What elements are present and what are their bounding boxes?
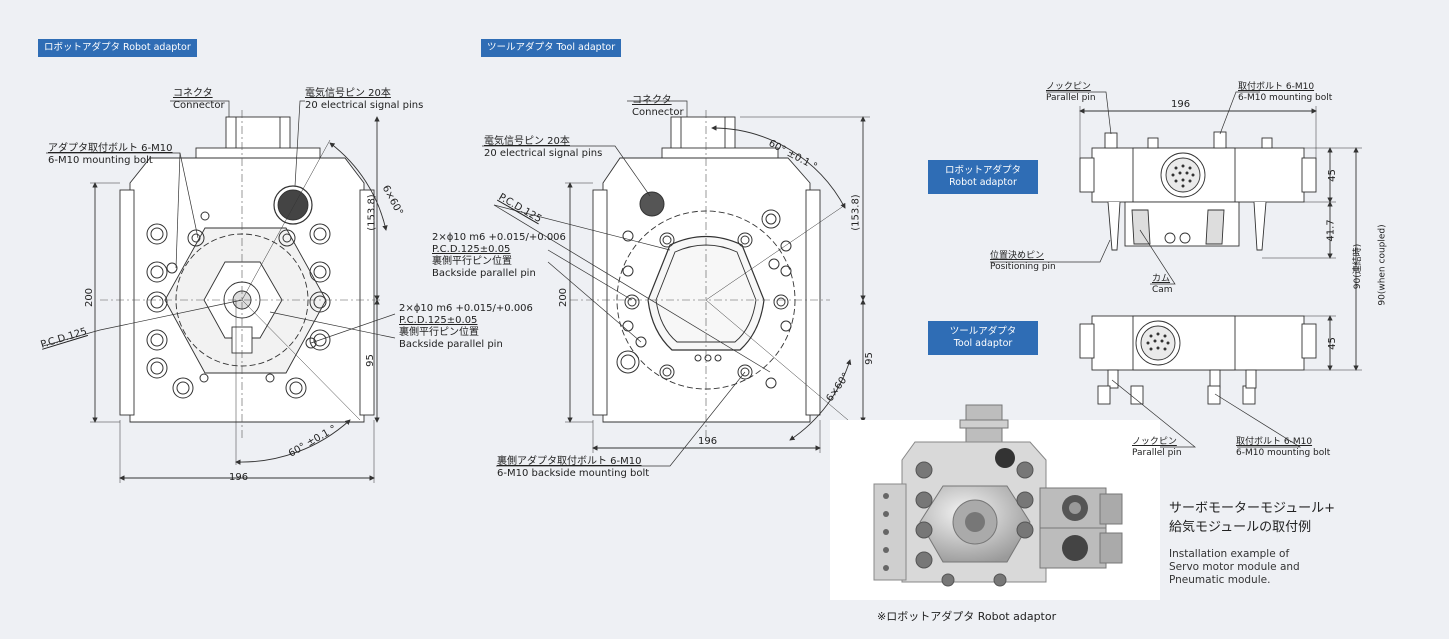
side-positioning-en: Positioning pin xyxy=(990,262,1056,272)
side-dim-45a: 45 xyxy=(1326,169,1338,182)
side-cam-jp: カム xyxy=(1152,274,1171,284)
side-parallel2-jp: ノックピン xyxy=(1132,437,1177,447)
robot-pins-jp: 電気信号ピン 20本 xyxy=(305,88,391,99)
side-bolt2-en: 6-M10 mounting bolt xyxy=(1236,448,1331,458)
tool-connector-en: Connector xyxy=(632,107,684,118)
side-parallel-label: ノックピン Parallel pin xyxy=(1046,82,1096,104)
robot-pins-en: 20 electrical signal pins xyxy=(305,100,424,111)
side-dim-90-jp: 90(連結時) xyxy=(1353,243,1364,290)
robot-pins-label: 電気信号ピン 20本 20 electrical signal pins xyxy=(305,88,423,112)
robot-parallel-en: Backside parallel pin xyxy=(399,339,503,350)
installation-note-en-2: Servo motor module and xyxy=(1169,561,1300,573)
tool-dim-153: (153.8) xyxy=(850,194,862,231)
side-parallel2-en: Parallel pin xyxy=(1132,448,1182,458)
robot-fit-line2: P.C.D.125±0.05 xyxy=(399,315,478,326)
installation-note-jp-1: サーボモーターモジュール+ xyxy=(1169,501,1335,516)
robot-dim-200: 200 xyxy=(84,287,96,308)
installation-note-en: Installation example of Servo motor modu… xyxy=(1169,548,1300,587)
installation-note-jp-2: 給気モジュールの取付例 xyxy=(1169,520,1312,535)
tool-bolt-jp: 裏側アダプタ取付ボルト 6-M10 xyxy=(497,456,642,467)
photo-caption: ※ロボットアダプタ Robot adaptor xyxy=(877,610,1057,623)
side-tool-tag-jp: ツールアダプタ xyxy=(949,326,1017,337)
tool-bolt-en: 6-M10 backside mounting bolt xyxy=(497,468,650,479)
side-robot-tag: ロボットアダプタ Robot adaptor xyxy=(928,160,1038,194)
side-bolt2-label: 取付ボルト 6-M10 6-M10 mounting bolt xyxy=(1236,437,1330,459)
tool-connector-jp: コネクタ xyxy=(632,95,672,106)
side-parallel2-label: ノックピン Parallel pin xyxy=(1132,437,1182,459)
side-dim-90-en: 90(when coupled) xyxy=(1377,224,1388,306)
tool-connector-label: コネクタ Connector xyxy=(632,95,684,119)
robot-connector-en: Connector xyxy=(173,100,225,111)
side-robot-tag-jp: ロボットアダプタ xyxy=(944,165,1021,176)
side-parallel-en: Parallel pin xyxy=(1046,93,1096,103)
tool-pins-label: 電気信号ピン 20本 20 electrical signal pins xyxy=(484,136,602,160)
side-bolt-label: 取付ボルト 6-M10 6-M10 mounting bolt xyxy=(1238,82,1332,104)
tool-fit-line1: 2×ϕ10 m6 +0.015/+0.006 xyxy=(432,232,566,243)
robot-adaptor-front-view xyxy=(42,100,396,483)
side-robot-tag-en: Robot adaptor xyxy=(949,177,1017,188)
side-dim-196: 196 xyxy=(1171,99,1191,110)
side-tool-tag-en: Tool adaptor xyxy=(953,338,1013,349)
side-cam-en: Cam xyxy=(1152,285,1173,295)
side-dim-41-7: 41.7 xyxy=(1325,219,1337,242)
side-parallel-jp: ノックピン xyxy=(1046,82,1091,92)
side-cam-label: カム Cam xyxy=(1152,274,1173,296)
side-tool-tag: ツールアダプタ Tool adaptor xyxy=(928,321,1038,355)
side-positioning-jp: 位置決めピン xyxy=(990,251,1045,261)
robot-bolt-en: 6-M10 mounting bolt xyxy=(48,155,153,166)
side-bolt2-jp: 取付ボルト 6-M10 xyxy=(1236,437,1313,447)
tool-fit-line2: P.C.D.125±0.05 xyxy=(432,244,511,255)
robot-dim-153: (153.8) xyxy=(366,194,378,231)
robot-connector-jp: コネクタ xyxy=(173,88,213,99)
installation-note-jp: サーボモーターモジュール+ 給気モジュールの取付例 xyxy=(1169,499,1335,537)
robot-parallel-jp: 裏側平行ピン位置 xyxy=(399,327,479,338)
robot-fit-line1: 2×ϕ10 m6 +0.015/+0.006 xyxy=(399,303,533,314)
robot-dim-95: 95 xyxy=(364,354,376,367)
robot-adaptor-tag: ロボットアダプタ Robot adaptor xyxy=(38,39,197,57)
tool-parallel-jp: 裏側平行ピン位置 xyxy=(432,256,512,267)
robot-bolt-jp: アダプタ取付ボルト 6-M10 xyxy=(48,143,173,154)
side-bolt-en: 6-M10 mounting bolt xyxy=(1238,93,1333,103)
tool-parallel-en: Backside parallel pin xyxy=(432,268,536,279)
side-bolt-jp: 取付ボルト 6-M10 xyxy=(1238,82,1315,92)
installation-photo xyxy=(830,404,1160,600)
tool-pins-jp: 電気信号ピン 20本 xyxy=(484,136,570,147)
tool-fit-label: 2×ϕ10 m6 +0.015/+0.006 P.C.D.125±0.05 裏側… xyxy=(432,232,566,280)
tool-dim-200: 200 xyxy=(558,287,570,308)
robot-bolt-label: アダプタ取付ボルト 6-M10 6-M10 mounting bolt xyxy=(48,143,173,167)
tool-adaptor-front-view xyxy=(482,100,870,467)
tool-dim-95: 95 xyxy=(863,352,875,365)
tool-bolt-label: 裏側アダプタ取付ボルト 6-M10 6-M10 backside mountin… xyxy=(497,456,649,480)
side-dim-45b: 45 xyxy=(1326,337,1338,350)
tool-dim-196: 196 xyxy=(698,436,718,447)
tool-pins-en: 20 electrical signal pins xyxy=(484,148,603,159)
side-views xyxy=(990,91,1362,448)
robot-dim-196: 196 xyxy=(229,472,249,483)
installation-note-en-3: Pneumatic module. xyxy=(1169,574,1271,586)
robot-connector-label: コネクタ Connector xyxy=(173,88,225,112)
tool-adaptor-tag: ツールアダプタ Tool adaptor xyxy=(481,39,622,57)
installation-note-en-1: Installation example of xyxy=(1169,548,1290,560)
robot-fit-label: 2×ϕ10 m6 +0.015/+0.006 P.C.D.125±0.05 裏側… xyxy=(399,303,533,351)
side-positioning-label: 位置決めピン Positioning pin xyxy=(990,251,1056,273)
